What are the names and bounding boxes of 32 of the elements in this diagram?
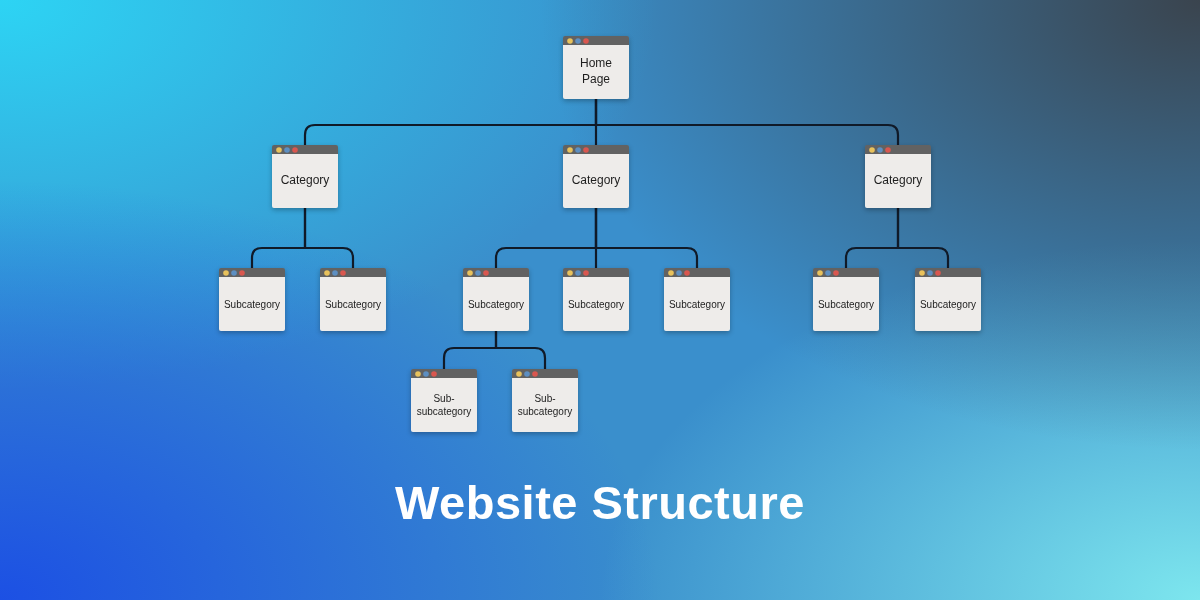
browser-window	[563, 268, 629, 331]
page-label: Category	[571, 173, 621, 189]
browser-window	[865, 145, 931, 208]
browser-window	[563, 36, 629, 99]
connector-line	[594, 208, 699, 268]
page-label: Subcategory	[223, 297, 281, 311]
browser-window	[463, 268, 529, 331]
browser-window	[411, 369, 477, 432]
page-label: Category	[873, 173, 923, 189]
page-label: Home Page	[579, 56, 613, 88]
browser-window	[219, 268, 285, 331]
browser-window	[915, 268, 981, 331]
browser-window	[813, 268, 879, 331]
page-label: Subcategory	[324, 297, 382, 311]
page-label: Sub- subcategory	[516, 392, 574, 418]
page-label: Sub- subcategory	[415, 392, 473, 418]
diagram-title: Website Structure	[395, 476, 805, 531]
connector-line	[494, 331, 547, 369]
browser-window	[320, 268, 386, 331]
page-label: Subcategory	[817, 297, 875, 311]
browser-window	[512, 369, 578, 432]
page-label: Subcategory	[467, 297, 525, 311]
browser-window	[563, 145, 629, 208]
page-label: Subcategory	[567, 297, 625, 311]
page-label: Subcategory	[919, 297, 977, 311]
connector-line	[594, 99, 900, 145]
connector-line	[303, 208, 355, 268]
browser-window	[664, 268, 730, 331]
page-label: Subcategory	[668, 297, 726, 311]
browser-window	[272, 145, 338, 208]
connector-line	[896, 208, 950, 268]
page-label: Category	[280, 173, 330, 189]
